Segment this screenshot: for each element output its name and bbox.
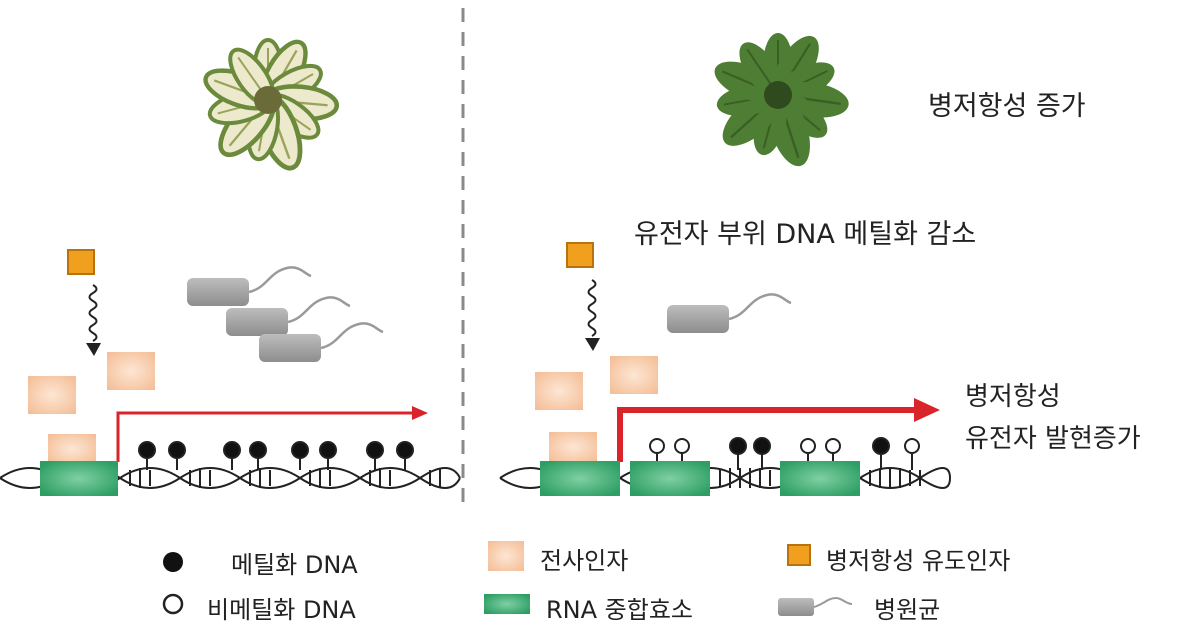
rna-polymerase	[40, 461, 118, 496]
plant-healthy-image	[707, 27, 853, 173]
signal-arrowhead	[585, 338, 600, 351]
transcription-arrow	[116, 411, 415, 462]
legend-methylated-label: 메틸화 DNA	[231, 551, 358, 579]
plant-diseased-image	[201, 35, 338, 173]
rna-polymerase-legend-icon	[484, 594, 530, 614]
pathogen-group	[185, 266, 385, 364]
resistance-increase-title: 병저항성 증가	[928, 91, 1086, 122]
transcription-factor-legend-icon	[488, 541, 524, 571]
methylation-decrease-label: 유전자 부위 DNA 메틸화 감소	[634, 219, 977, 250]
legend-pathogen-label: 병원균	[874, 596, 941, 624]
methylation-marks-right	[649, 437, 920, 470]
rna-polymerase	[540, 461, 620, 496]
signal-squiggle	[88, 284, 98, 342]
expression-label-line2: 유전자 발현증가	[965, 424, 1141, 454]
pathogen-single	[665, 293, 793, 335]
inducer-square	[566, 242, 594, 268]
rna-polymerase	[630, 461, 710, 496]
transcription-factor	[549, 432, 597, 462]
legend-inducer-label: 병저항성 유도인자	[826, 547, 1011, 575]
inducer-square	[67, 249, 95, 275]
transcription-factor	[610, 356, 658, 394]
signal-squiggle	[587, 279, 597, 337]
legend-unmethylated-label: 비메틸화 DNA	[207, 596, 356, 624]
pathogen-legend-icon	[778, 596, 853, 616]
unmethylated-dot-icon	[162, 593, 184, 615]
transcription-factor	[535, 372, 583, 410]
transcription-factor	[48, 434, 96, 464]
transcription-factor	[107, 352, 155, 390]
expression-label-line1: 병저항성	[965, 382, 1061, 412]
rna-polymerase	[780, 461, 860, 496]
legend-transcription-factor-label: 전사인자	[540, 547, 629, 575]
transcription-arrow-strong	[617, 407, 918, 462]
legend-rna-polymerase-label: RNA 중합효소	[546, 596, 693, 624]
signal-arrowhead	[86, 343, 101, 356]
methylated-dot-icon	[163, 552, 183, 572]
inducer-legend-icon	[787, 544, 811, 566]
methylated-marks-left	[138, 441, 414, 470]
transcription-factor	[28, 376, 76, 414]
